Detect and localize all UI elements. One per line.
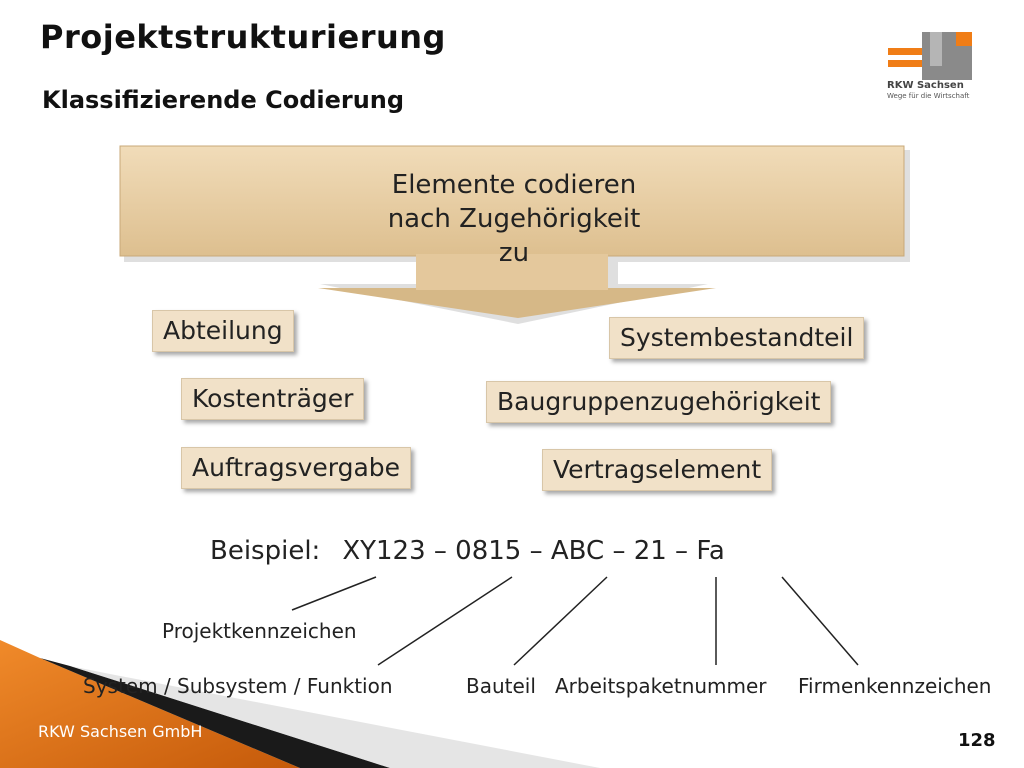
page-number: 128 [958, 730, 996, 751]
example-code: XY123 – 0815 – ABC – 21 – Fa [342, 536, 725, 566]
tag-systembestandteil: Systembestandteil [609, 317, 865, 359]
label-firmen: Firmenkennzeichen [798, 674, 992, 698]
example-label: Beispiel: [210, 536, 321, 566]
banner-line-2: nach Zugehörigkeit [387, 204, 641, 234]
tag-kostentraeger: Kostenträger [181, 378, 365, 420]
example-line: Beispiel: XY123 – 0815 – ABC – 21 – Fa [210, 536, 725, 566]
label-projektkennzeichen: Projektkennzeichen [162, 619, 357, 643]
tag-auftragsvergabe: Auftragsvergabe [181, 447, 412, 489]
footer-swoosh-shape [0, 640, 600, 768]
rkw-logo-icon [888, 32, 972, 80]
banner-text: Elemente codieren nach Zugehörigkeit zu [314, 168, 714, 270]
logo-name: RKW Sachsen [887, 80, 964, 91]
tag-baugruppenzugehoerigkeit: Baugruppenzugehörigkeit [486, 381, 832, 423]
label-bauteil: Bauteil [466, 674, 536, 698]
logo-tagline: Wege für die Wirtschaft [887, 92, 970, 100]
page-title: Projektstrukturierung [40, 18, 446, 56]
footer-company: RKW Sachsen GmbH [38, 722, 203, 741]
tag-abteilung: Abteilung [152, 310, 294, 352]
banner-line-3: zu [498, 238, 530, 268]
label-arbeitspaket: Arbeitspaketnummer [555, 674, 767, 698]
page-subtitle: Klassifizierende Codierung [42, 86, 405, 114]
banner-arrow-shape [119, 145, 910, 324]
label-system: System / Subsystem / Funktion [83, 674, 393, 698]
banner-line-1: Elemente codieren [391, 170, 637, 200]
tag-vertragselement: Vertragselement [542, 449, 773, 491]
